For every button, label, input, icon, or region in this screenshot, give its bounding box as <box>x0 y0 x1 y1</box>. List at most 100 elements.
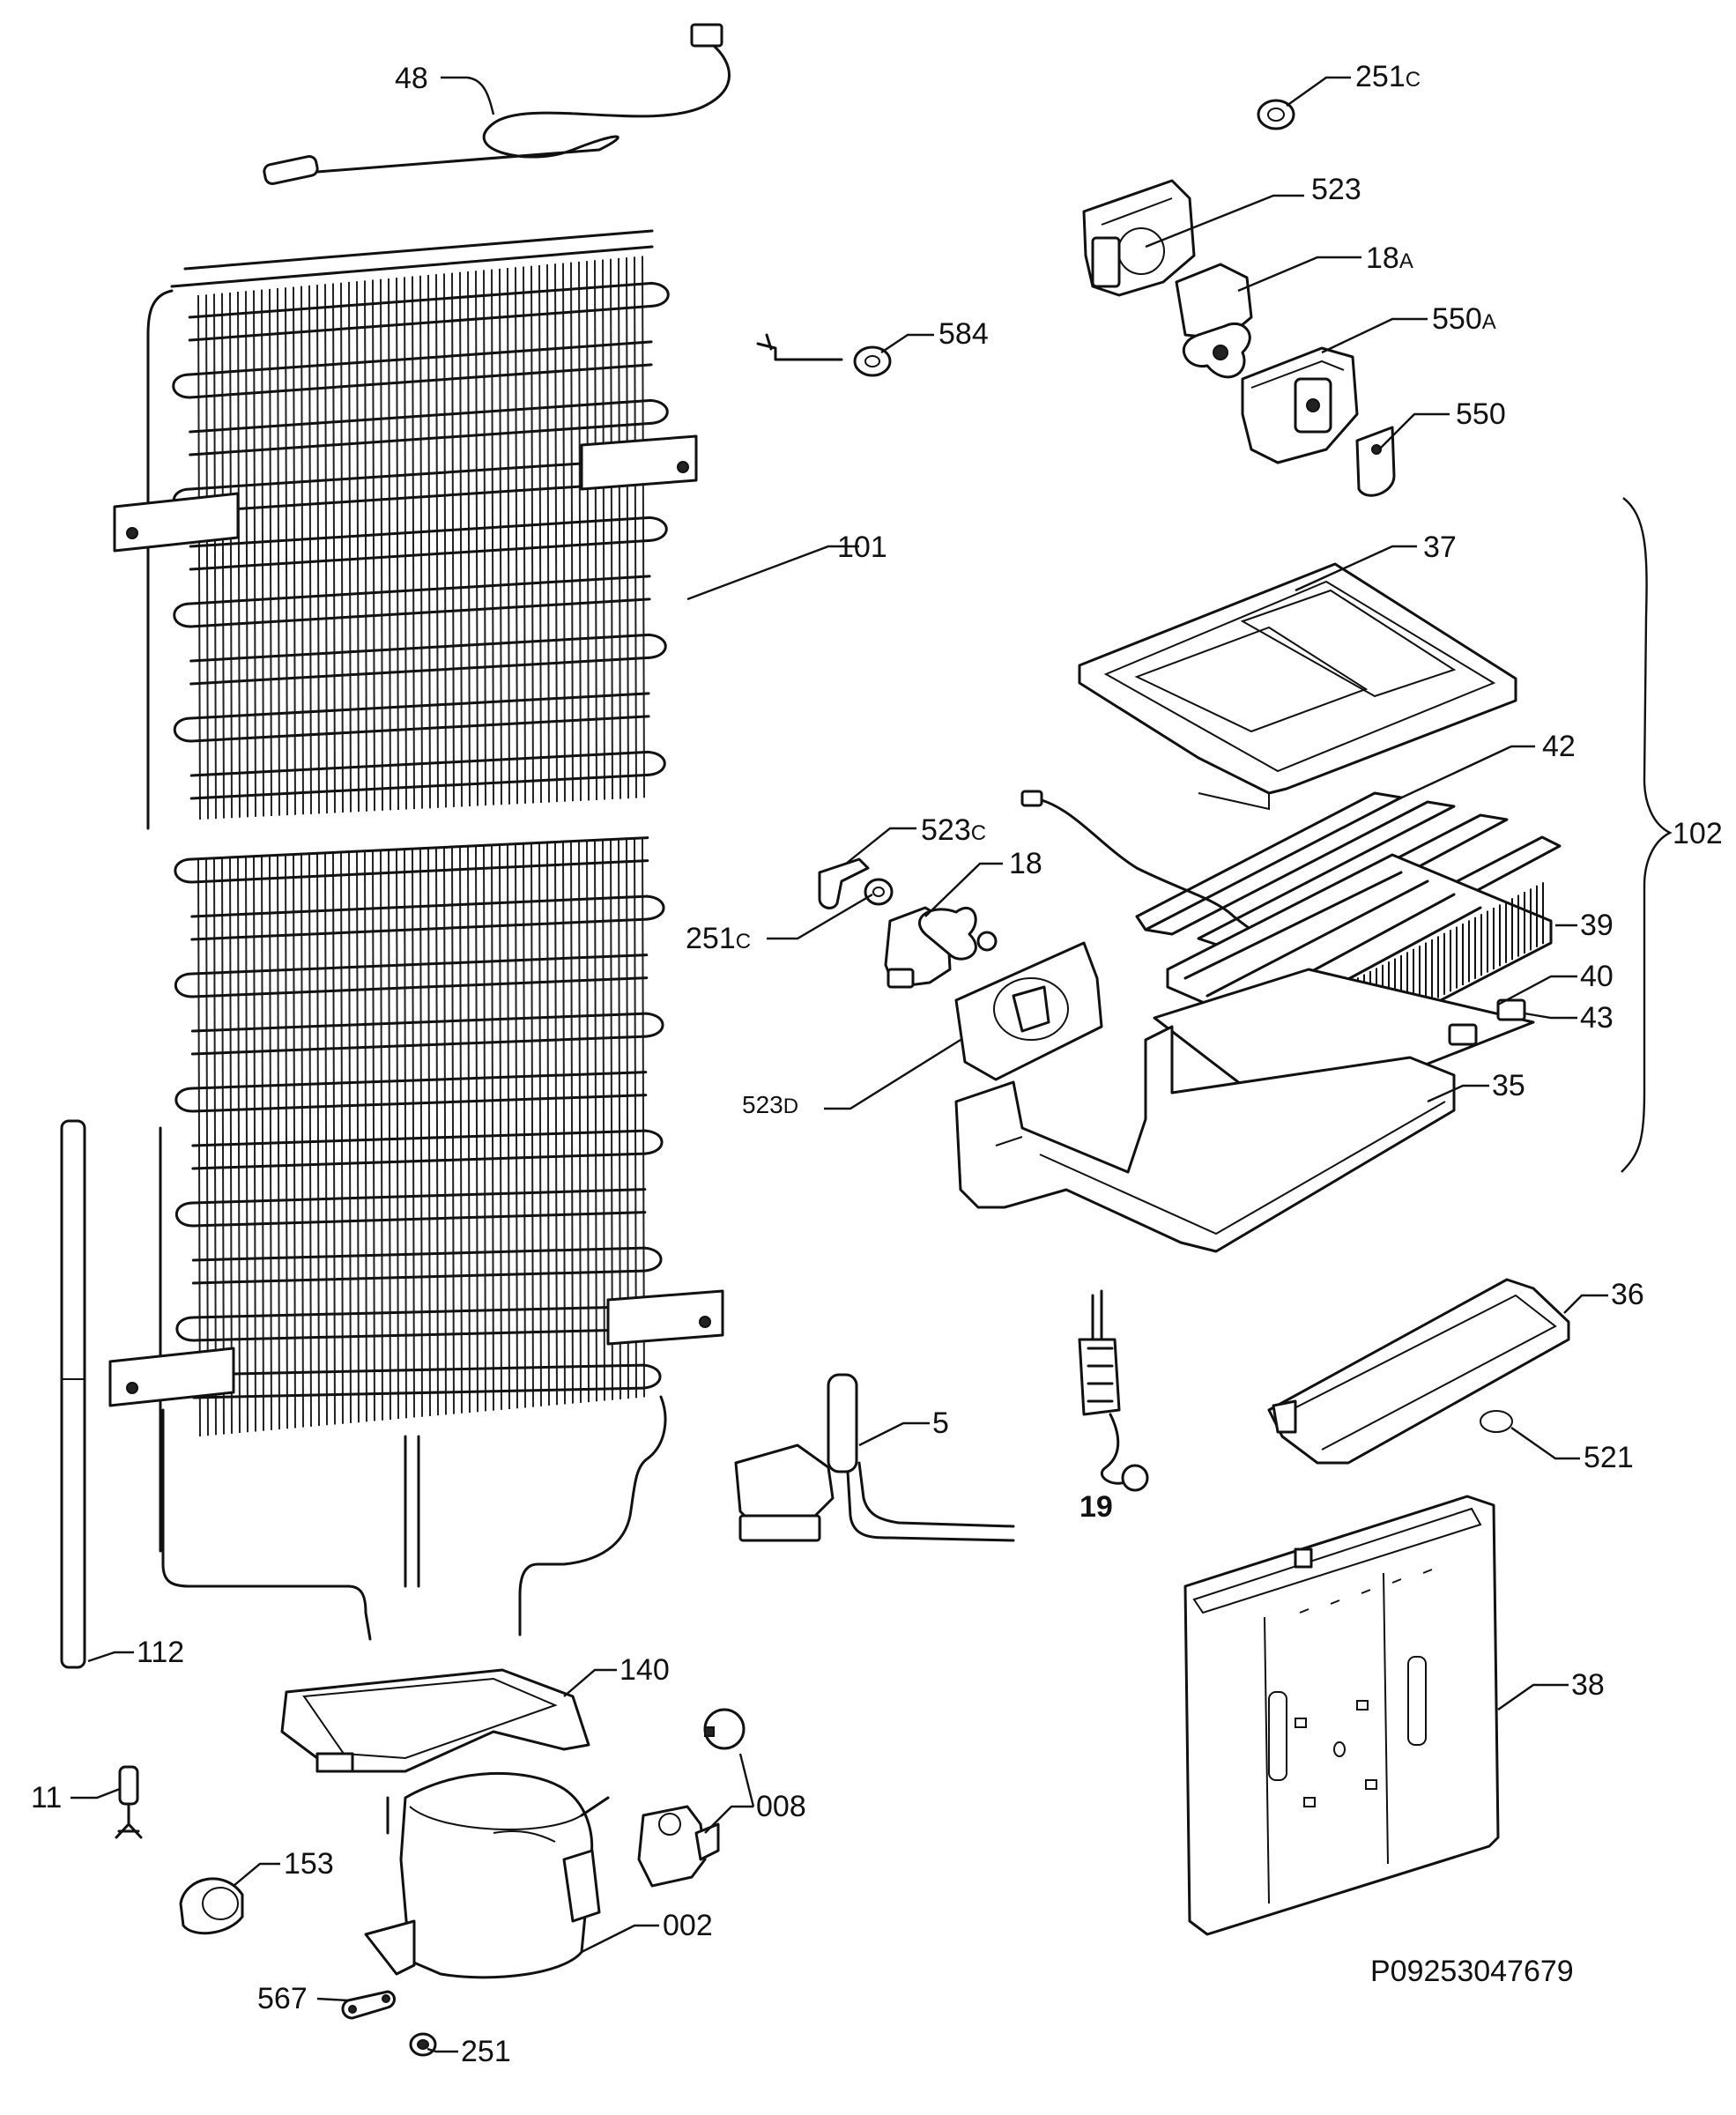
label-523c-suffix: C <box>970 821 987 845</box>
label-584: 584 <box>938 319 989 349</box>
part-140-compressor-tray <box>280 1668 590 1773</box>
label-523d-suffix: D <box>783 1095 799 1118</box>
label-112: 112 <box>137 1637 184 1667</box>
leader-lines <box>70 76 1608 2053</box>
part-521-ring <box>1480 1410 1513 1433</box>
label-521-main: 521 <box>1584 1441 1634 1474</box>
label-002-main: 002 <box>663 1909 713 1942</box>
part-11-connector <box>115 1765 143 1839</box>
label-40: 40 <box>1580 961 1614 991</box>
part-008-starter-relay <box>637 1708 746 1888</box>
label-42: 42 <box>1542 731 1576 761</box>
label-251c-mid-suffix: C <box>735 930 752 954</box>
part-251c-nut-mid <box>864 878 894 906</box>
label-18a-main: 18 <box>1366 241 1399 275</box>
part-18-fan-motor <box>884 906 998 989</box>
label-550a-main: 550 <box>1432 302 1482 336</box>
label-567-main: 567 <box>257 1982 308 2015</box>
label-523: 523 <box>1311 174 1361 204</box>
label-18-main: 18 <box>1009 847 1042 880</box>
label-11: 11 <box>31 1783 62 1813</box>
label-251c-mid-main: 251 <box>686 922 736 955</box>
label-251c-mid: 251C <box>686 924 751 954</box>
part-251-nut <box>409 2032 437 2057</box>
label-37: 37 <box>1423 532 1457 562</box>
label-550-main: 550 <box>1456 397 1506 431</box>
label-40-main: 40 <box>1580 960 1614 993</box>
bracket-102 <box>1621 497 1673 1173</box>
label-567: 567 <box>257 1984 308 2014</box>
part-5-solenoid-valve <box>734 1373 1015 1542</box>
part-567-clip <box>341 1990 396 2020</box>
part-48-sensor-cable <box>263 23 731 186</box>
part-38-panel <box>1183 1495 1500 1936</box>
label-18a: 18A <box>1366 243 1413 273</box>
part-550-cap <box>1355 426 1396 497</box>
label-18a-suffix: A <box>1398 249 1413 273</box>
label-523c-main: 523 <box>921 813 971 847</box>
label-153: 153 <box>284 1849 334 1879</box>
label-523d-main: 523 <box>742 1091 783 1118</box>
part-002-compressor <box>364 1771 610 1979</box>
label-251: 251 <box>461 2037 511 2067</box>
label-251-main: 251 <box>461 2035 511 2068</box>
part-19-drain-heater <box>1078 1289 1149 1492</box>
label-521: 521 <box>1584 1443 1634 1473</box>
part-43-blocks <box>1448 998 1526 1046</box>
label-112-main: 112 <box>137 1636 185 1669</box>
part-523-fan-housing <box>1082 179 1196 297</box>
diagram-code: P09253047679 <box>1370 1955 1574 1988</box>
label-38-main: 38 <box>1571 1668 1605 1702</box>
label-002: 002 <box>663 1911 713 1941</box>
label-101: 101 <box>837 532 887 562</box>
label-140: 140 <box>619 1655 670 1685</box>
label-38: 38 <box>1571 1670 1605 1700</box>
part-550a-fan-cover <box>1241 346 1359 464</box>
label-584-main: 584 <box>938 317 989 351</box>
part-523d-back-plate <box>954 941 1103 1081</box>
label-11-main: 11 <box>31 1781 63 1814</box>
label-35: 35 <box>1492 1071 1525 1101</box>
part-37-evaporator-cover <box>1078 562 1517 811</box>
label-523d: 523D <box>742 1093 798 1117</box>
label-43-main: 43 <box>1580 1001 1614 1035</box>
label-5-main: 5 <box>932 1406 949 1440</box>
label-36: 36 <box>1611 1280 1644 1310</box>
label-008: 008 <box>756 1792 806 1822</box>
label-19: 19 <box>1079 1492 1113 1522</box>
label-39: 39 <box>1580 910 1614 940</box>
part-584-grommet <box>756 333 892 377</box>
label-19-main: 19 <box>1079 1490 1113 1524</box>
label-550a: 550A <box>1432 304 1496 334</box>
part-101-condenser <box>108 229 724 1641</box>
label-153-main: 153 <box>284 1847 334 1881</box>
label-550: 550 <box>1456 399 1506 429</box>
label-48-main: 48 <box>395 62 428 95</box>
label-42-main: 42 <box>1542 730 1576 763</box>
part-18a-fan-motor <box>1175 263 1253 379</box>
label-18: 18 <box>1009 849 1042 879</box>
label-251c-top: 251C <box>1355 62 1421 92</box>
label-251c-top-suffix: C <box>1405 68 1421 92</box>
label-36-main: 36 <box>1611 1278 1644 1311</box>
label-102-main: 102 <box>1673 817 1723 850</box>
part-112-tube <box>60 1119 86 1669</box>
label-523-main: 523 <box>1311 173 1361 206</box>
label-251c-top-main: 251 <box>1355 60 1406 93</box>
label-39-main: 39 <box>1580 909 1614 942</box>
part-523c-bracket <box>818 857 870 909</box>
label-550a-suffix: A <box>1481 310 1496 334</box>
label-101-main: 101 <box>837 531 887 564</box>
part-35-drip-tray <box>954 1025 1456 1253</box>
part-251c-nut-top <box>1257 99 1295 130</box>
label-140-main: 140 <box>619 1653 670 1687</box>
part-36-rail <box>1267 1278 1570 1465</box>
label-008-main: 008 <box>756 1790 806 1823</box>
label-43: 43 <box>1580 1003 1614 1033</box>
label-5: 5 <box>932 1408 949 1438</box>
label-35-main: 35 <box>1492 1069 1525 1102</box>
label-523c: 523C <box>921 815 986 845</box>
part-153-grommet <box>179 1877 244 1935</box>
label-37-main: 37 <box>1423 531 1457 564</box>
